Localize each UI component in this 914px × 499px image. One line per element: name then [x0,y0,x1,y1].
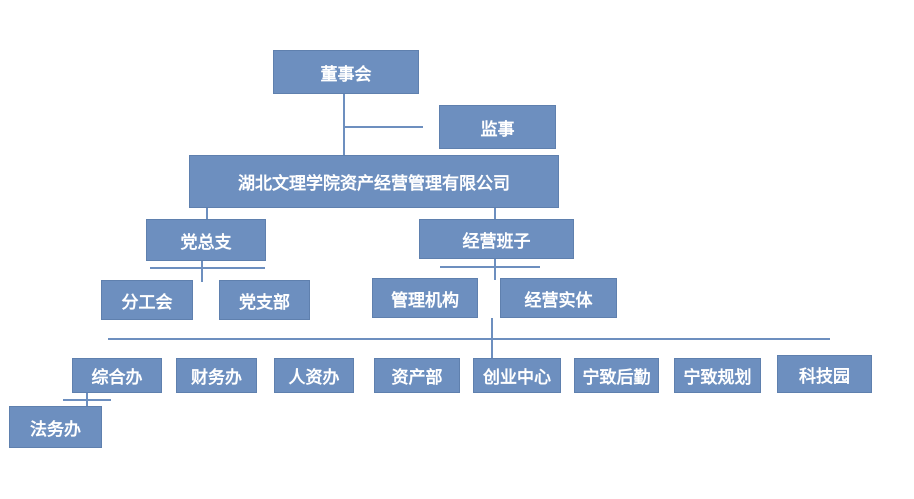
connector-party-split [150,267,265,269]
dept-finance: 财务办 [176,358,257,393]
party-dept-box: 党支部 [219,280,310,320]
connector-supervisor [343,126,423,128]
connector-team-split [440,266,540,268]
board-box: 董事会 [273,50,419,94]
dept-hr: 人资办 [274,358,354,393]
company-box: 湖北文理学院资产经营管理有限公司 [189,155,559,208]
connector-legal-drop [86,392,88,406]
supervisor-box: 监事 [439,105,556,149]
dept-assets: 资产部 [374,358,460,393]
legal-office-box: 法务办 [9,406,102,448]
dept-startup-center: 创业中心 [473,358,561,393]
connector-party-drop [201,260,203,282]
dept-logistics: 宁致后勤 [574,358,659,393]
dept-science-park: 科技园 [777,355,872,393]
connector-team-drop [494,258,496,280]
party-branch-box: 党总支 [146,219,266,261]
management-team-box: 经营班子 [419,219,574,259]
connector-dept-bus [108,338,830,340]
connector-company-party [206,207,208,219]
connector-company-team [494,207,496,219]
union-box: 分工会 [101,280,193,320]
operating-entity-box: 经营实体 [500,278,617,318]
connector-dept-trunk [491,318,493,358]
dept-general-office: 综合办 [72,358,162,393]
dept-planning: 宁致规划 [674,358,761,393]
management-org-box: 管理机构 [372,278,478,318]
connector-board-company [343,93,345,155]
